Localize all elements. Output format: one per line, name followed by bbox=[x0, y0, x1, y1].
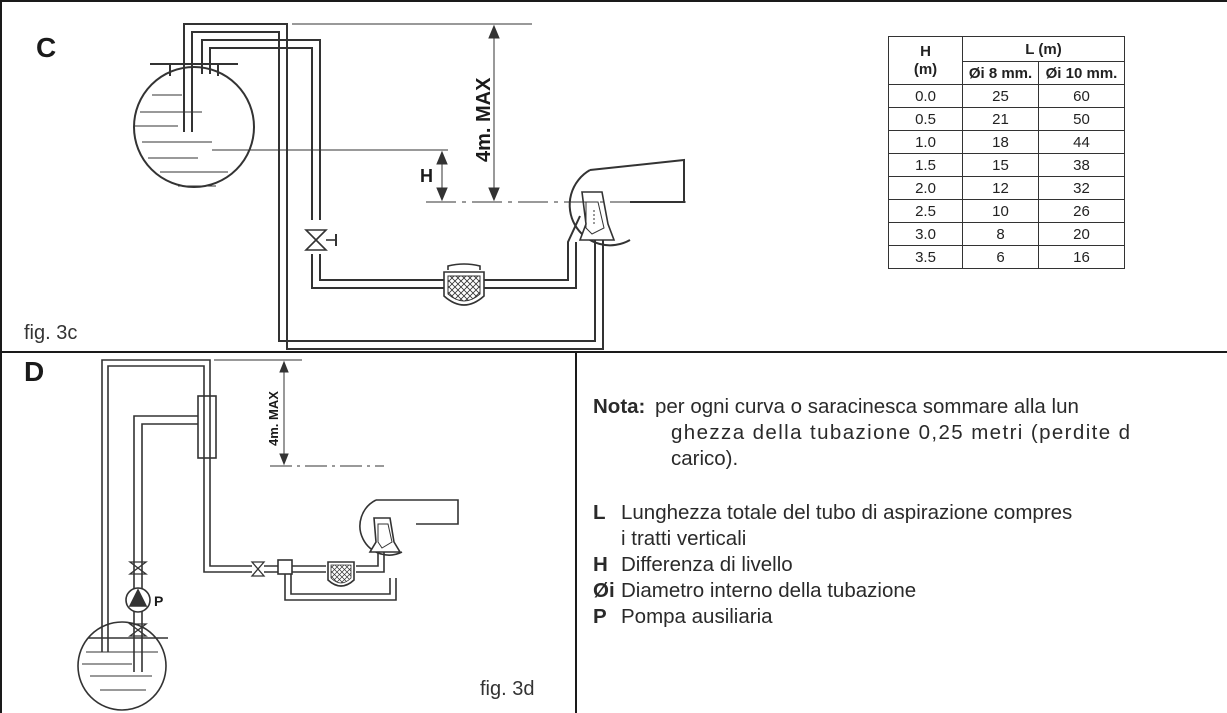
air-separator bbox=[197, 395, 217, 459]
tank bbox=[77, 621, 168, 711]
h-header: H (m) bbox=[888, 36, 963, 85]
panel-c: C fig. 3c bbox=[0, 0, 1227, 353]
dimension-lines bbox=[212, 23, 692, 203]
supply-pipe bbox=[203, 512, 397, 601]
legend-key: L bbox=[593, 501, 606, 524]
legend-key: P bbox=[593, 605, 607, 628]
return-pipe bbox=[183, 23, 604, 350]
nota-line: ghezza della tubazione 0,25 metri (perdi… bbox=[671, 421, 1132, 444]
valve-icon bbox=[250, 561, 266, 577]
filter-icon bbox=[443, 263, 485, 306]
col-8mm-header: Øi 8 mm. bbox=[962, 61, 1039, 85]
col-10mm-header: Øi 10 mm. bbox=[1038, 61, 1125, 85]
pump-label: P bbox=[154, 593, 163, 609]
legend-item: P Pompa ausiliaria bbox=[593, 604, 1227, 630]
burner-icon bbox=[568, 158, 685, 247]
legend-text: Lunghezza totale del tubo di aspirazione… bbox=[621, 501, 1073, 524]
max-height-label: 4m. MAX bbox=[266, 391, 281, 446]
nota-line: per ogni curva o saracinesca sommare all… bbox=[655, 395, 1079, 418]
dimension-lines bbox=[214, 359, 384, 467]
panel-d: D fig. 3d bbox=[0, 352, 577, 713]
notes-text: Nota: per ogni curva o saracinesca somma… bbox=[593, 394, 1227, 630]
l-header: L (m) bbox=[962, 36, 1125, 62]
diagram-3d: 4m. MAX P bbox=[77, 359, 459, 711]
suction-pipe bbox=[201, 39, 581, 289]
panel-d-letter: D bbox=[24, 356, 45, 387]
notes-panel: Nota: per ogni curva o saracinesca somma… bbox=[577, 352, 1227, 713]
nota-block: Nota: per ogni curva o saracinesca somma… bbox=[593, 394, 1227, 472]
legend-text: Differenza di livello bbox=[621, 553, 793, 576]
h-unit-text: (m) bbox=[913, 60, 938, 78]
panel-c-fig-label: fig. 3c bbox=[24, 322, 78, 344]
valve-icon bbox=[128, 561, 148, 637]
pump-icon bbox=[125, 587, 151, 613]
legend: L Lunghezza totale del tubo di aspirazio… bbox=[593, 500, 1227, 630]
legend-text: i tratti verticali bbox=[621, 527, 747, 550]
legend-item: H Differenza di livello bbox=[593, 552, 1227, 578]
diagram-3c: 4m. MAX H bbox=[133, 23, 692, 350]
legend-item: L Lunghezza totale del tubo di aspirazio… bbox=[593, 500, 1227, 552]
nota-line: carico). bbox=[671, 447, 739, 470]
max-height-label: 4m. MAX bbox=[473, 77, 495, 162]
legend-key: Øi bbox=[593, 579, 615, 602]
burner-icon bbox=[359, 499, 459, 556]
return-pipe bbox=[101, 359, 211, 652]
h-header-text: H bbox=[920, 42, 931, 60]
legend-key: H bbox=[593, 553, 608, 576]
valve-icon bbox=[304, 229, 337, 251]
nota-heading: Nota: bbox=[593, 395, 646, 418]
filter-icon bbox=[327, 561, 355, 587]
tank bbox=[133, 63, 255, 188]
legend-item: Øi Diametro interno della tubazione bbox=[593, 578, 1227, 604]
h-label: H bbox=[420, 166, 433, 186]
panel-d-fig-label: fig. 3d bbox=[480, 678, 535, 700]
panel-c-letter: C bbox=[36, 32, 57, 63]
legend-text: Diametro interno della tubazione bbox=[621, 579, 917, 602]
legend-text: Pompa ausiliaria bbox=[621, 605, 773, 628]
